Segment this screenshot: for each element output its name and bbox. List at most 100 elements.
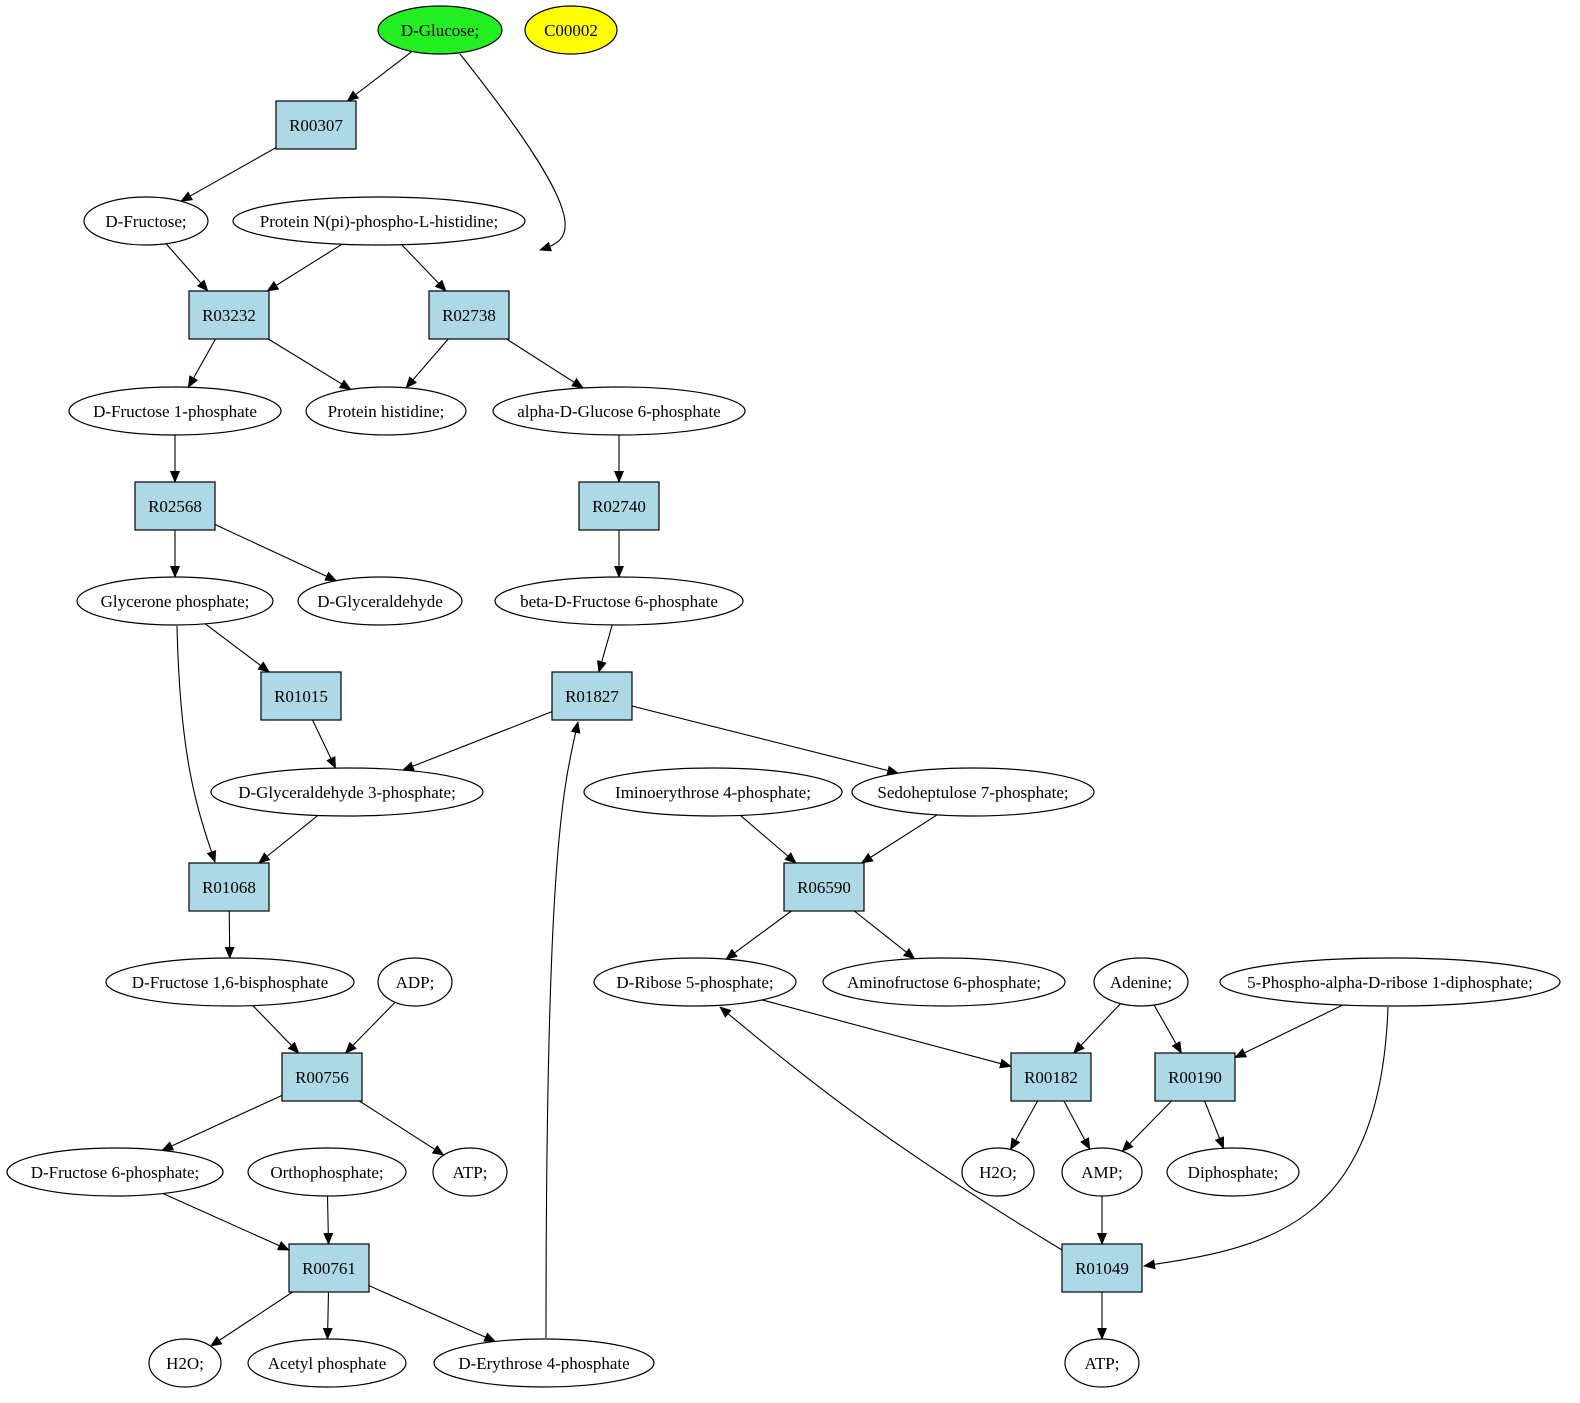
compound-shape <box>105 957 355 1007</box>
compound-shape <box>76 576 274 626</box>
compound-node-acetylp[interactable]: Acetyl phosphate <box>247 1338 407 1388</box>
reaction-node-r01015[interactable]: R01015 <box>260 671 342 721</box>
compound-shape <box>1064 1338 1140 1388</box>
reaction-label: R01015 <box>274 687 328 706</box>
reaction-node-r02738[interactable]: R02738 <box>428 290 510 340</box>
edge-r06590-to-aminofru6p <box>853 910 916 960</box>
edge-adenine-to-r00190 <box>1153 1004 1182 1054</box>
reaction-node-r00307[interactable]: R00307 <box>275 100 357 150</box>
reaction-box <box>551 671 633 721</box>
compound-node-amp[interactable]: AMP; <box>1061 1147 1143 1197</box>
edge-fru6p_beta-to-r01827 <box>597 624 613 673</box>
compound-node-prot_his[interactable]: Protein histidine; <box>305 386 467 436</box>
compound-node-g3p[interactable]: D-Glyceraldehyde 3-phosphate; <box>210 767 484 817</box>
edge-r06590-to-r5p <box>725 910 792 960</box>
edge-r5p-to-r00182 <box>762 999 1012 1069</box>
reaction-node-r01068[interactable]: R01068 <box>188 862 270 912</box>
reaction-box <box>1061 1243 1143 1293</box>
edge-r00761-to-h2o_b <box>209 1291 293 1347</box>
compound-node-fbp[interactable]: D-Fructose 1,6-bisphosphate <box>105 957 355 1007</box>
edge-r02738-to-glc6p <box>506 338 584 389</box>
compound-node-glyceraldehyde[interactable]: D-Glyceraldehyde <box>297 576 463 626</box>
edge-r00182-to-amp <box>1063 1100 1091 1151</box>
compound-label: D-Erythrose 4-phosphate <box>458 1354 629 1373</box>
reaction-node-r02740[interactable]: R02740 <box>578 481 660 531</box>
compound-node-adp[interactable]: ADP; <box>377 957 453 1007</box>
compound-shape <box>494 576 744 626</box>
edge-r01827-to-s7p <box>631 705 900 776</box>
compound-node-dhap[interactable]: Glycerone phosphate; <box>76 576 274 626</box>
reaction-label: R00756 <box>295 1068 349 1087</box>
reaction-label: R02740 <box>592 497 646 516</box>
compound-node-e4p[interactable]: D-Erythrose 4-phosphate <box>433 1338 655 1388</box>
compound-node-c00002[interactable]: C00002 <box>524 5 618 55</box>
compound-node-h2o_b[interactable]: H2O; <box>148 1338 222 1388</box>
reaction-node-r02568[interactable]: R02568 <box>134 481 216 531</box>
compound-node-glc6p[interactable]: alpha-D-Glucose 6-phosphate <box>492 386 746 436</box>
edge-pi-to-r00761 <box>323 1195 334 1245</box>
compound-shape <box>524 5 618 55</box>
compound-node-h2o_a[interactable]: H2O; <box>961 1147 1035 1197</box>
reaction-node-r06590[interactable]: R06590 <box>783 862 865 912</box>
edge-fbp-to-r00756 <box>252 1005 300 1054</box>
reaction-box <box>783 862 865 912</box>
edge-prpp-to-r00190 <box>1234 1004 1343 1059</box>
compound-label: D-Fructose 6-phosphate; <box>31 1163 200 1182</box>
reaction-node-r00761[interactable]: R00761 <box>288 1243 370 1293</box>
compound-node-fructose[interactable]: D-Fructose; <box>83 196 209 246</box>
compound-node-aminofru6p[interactable]: Aminofructose 6-phosphate; <box>822 957 1066 1007</box>
edge-r00756-to-atp1 <box>359 1100 445 1156</box>
compound-shape <box>247 1147 407 1197</box>
compound-node-atp2[interactable]: ATP; <box>1064 1338 1140 1388</box>
compound-shape <box>1093 957 1189 1007</box>
compound-node-adenine[interactable]: Adenine; <box>1093 957 1189 1007</box>
reaction-node-r01049[interactable]: R01049 <box>1061 1243 1143 1293</box>
compound-label: Acetyl phosphate <box>268 1354 387 1373</box>
compound-node-prpp[interactable]: 5-Phospho-alpha-D-ribose 1-diphosphate; <box>1219 957 1561 1007</box>
reaction-node-r00182[interactable]: R00182 <box>1010 1052 1092 1102</box>
reaction-box <box>275 100 357 150</box>
edge-imino_e4p-to-r06590 <box>740 815 797 864</box>
edge-r01049-to-r5p <box>719 1006 1063 1251</box>
compound-label: ATP; <box>453 1163 488 1182</box>
edge-r00190-to-ppi <box>1204 1100 1225 1150</box>
compound-label: Sedoheptulose 7-phosphate; <box>877 783 1068 802</box>
edge-fru6p-to-r00761 <box>162 1193 290 1251</box>
reaction-label: R00190 <box>1168 1068 1222 1087</box>
compound-node-s7p[interactable]: Sedoheptulose 7-phosphate; <box>851 767 1095 817</box>
edge-g3p-to-r01068 <box>258 815 319 864</box>
compound-shape <box>583 767 843 817</box>
compound-node-fru6p_beta[interactable]: beta-D-Fructose 6-phosphate <box>494 576 744 626</box>
reaction-label: R06590 <box>797 878 851 897</box>
compound-label: Protein N(pi)-phospho-L-histidine; <box>260 212 498 231</box>
compound-node-pi[interactable]: Orthophosphate; <box>247 1147 407 1197</box>
reaction-label: R01049 <box>1075 1259 1129 1278</box>
compound-node-protein_nphis[interactable]: Protein N(pi)-phospho-L-histidine; <box>232 196 526 246</box>
reaction-label: R03232 <box>202 306 256 325</box>
compound-label: Protein histidine; <box>328 402 445 421</box>
edge-adenine-to-r00182 <box>1073 1003 1121 1054</box>
compound-shape <box>1166 1147 1300 1197</box>
compound-shape <box>83 196 209 246</box>
edge-glucose-to-r00307 <box>346 50 413 102</box>
reaction-node-r00190[interactable]: R00190 <box>1154 1052 1236 1102</box>
compound-node-glucose[interactable]: D-Glucose; <box>377 5 503 55</box>
reaction-node-r00756[interactable]: R00756 <box>281 1052 363 1102</box>
compound-label: Diphosphate; <box>1188 1163 1279 1182</box>
compound-node-atp1[interactable]: ATP; <box>432 1147 508 1197</box>
reaction-box <box>281 1052 363 1102</box>
edge-r01827-to-g3p <box>401 711 553 771</box>
compound-shape <box>822 957 1066 1007</box>
compound-node-fru1p[interactable]: D-Fructose 1-phosphate <box>68 386 282 436</box>
reaction-node-r01827[interactable]: R01827 <box>551 671 633 721</box>
compound-label: D-Ribose 5-phosphate; <box>616 973 773 992</box>
compound-node-fru6p[interactable]: D-Fructose 6-phosphate; <box>6 1147 224 1197</box>
compound-node-r5p[interactable]: D-Ribose 5-phosphate; <box>593 957 797 1007</box>
compound-node-imino_e4p[interactable]: Iminoerythrose 4-phosphate; <box>583 767 843 817</box>
reaction-box <box>134 481 216 531</box>
edge-adp-to-r00756 <box>344 1001 396 1054</box>
compound-node-ppi[interactable]: Diphosphate; <box>1166 1147 1300 1197</box>
reaction-node-r03232[interactable]: R03232 <box>188 290 270 340</box>
compound-shape <box>593 957 797 1007</box>
